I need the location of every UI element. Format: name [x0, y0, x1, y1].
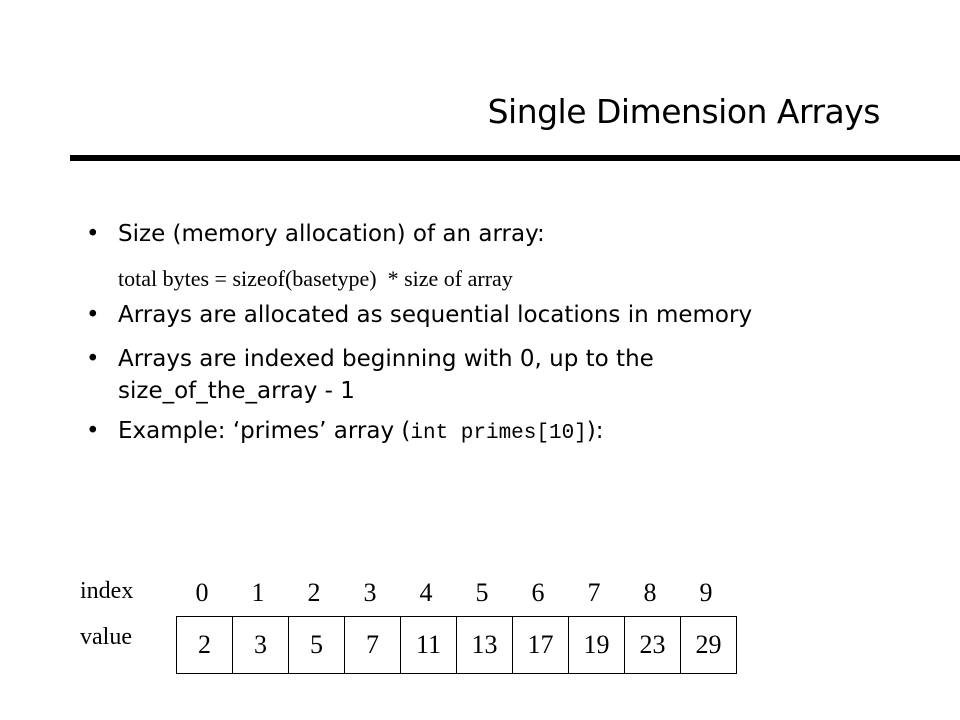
bullet-list: Size (memory allocation) of an array: Ar… [86, 218, 846, 450]
index-cell: 8 [643, 578, 657, 607]
bullet-size: Size (memory allocation) of an array: [86, 218, 846, 250]
index-cell: 7 [587, 578, 601, 607]
value-cell: 17 [513, 617, 569, 673]
index-cell: 4 [419, 578, 433, 607]
value-cell: 29 [681, 617, 737, 673]
index-cell: 9 [699, 578, 713, 607]
index-cell: 0 [195, 578, 209, 607]
value-cell: 19 [569, 617, 625, 673]
index-cell: 3 [363, 578, 377, 607]
example-suffix: ): [586, 418, 604, 444]
index-cell: 1 [251, 578, 265, 607]
value-cell: 3 [233, 617, 289, 673]
example-code: int primes[10] [410, 422, 587, 445]
value-cell: 5 [289, 617, 345, 673]
bullet-sequential: Arrays are allocated as sequential locat… [86, 299, 846, 331]
value-cell: 23 [625, 617, 681, 673]
value-cell: 7 [345, 617, 401, 673]
index-cell: 6 [531, 578, 545, 607]
value-label: value [80, 624, 132, 650]
bullet-indexed: Arrays are indexed beginning with 0, up … [86, 343, 846, 407]
array-value-table: 2 3 5 7 11 13 17 19 23 29 [176, 616, 737, 674]
value-cell: 2 [177, 617, 233, 673]
bullet-example: Example: ‘primes’ array (int primes[10])… [86, 415, 846, 450]
slide-title: Single Dimension Arrays [487, 92, 881, 131]
formula-text: total bytes = sizeof(basetype) * size of… [118, 266, 513, 291]
index-cell: 5 [475, 578, 489, 607]
title-divider [70, 155, 960, 161]
index-cell: 2 [307, 578, 321, 607]
index-row: 0 1 2 3 4 5 6 7 8 9 [174, 578, 734, 608]
value-cell: 13 [457, 617, 513, 673]
index-label: index [80, 578, 134, 604]
example-prefix: Example: ‘primes’ array ( [118, 418, 411, 444]
value-cell: 11 [401, 617, 457, 673]
